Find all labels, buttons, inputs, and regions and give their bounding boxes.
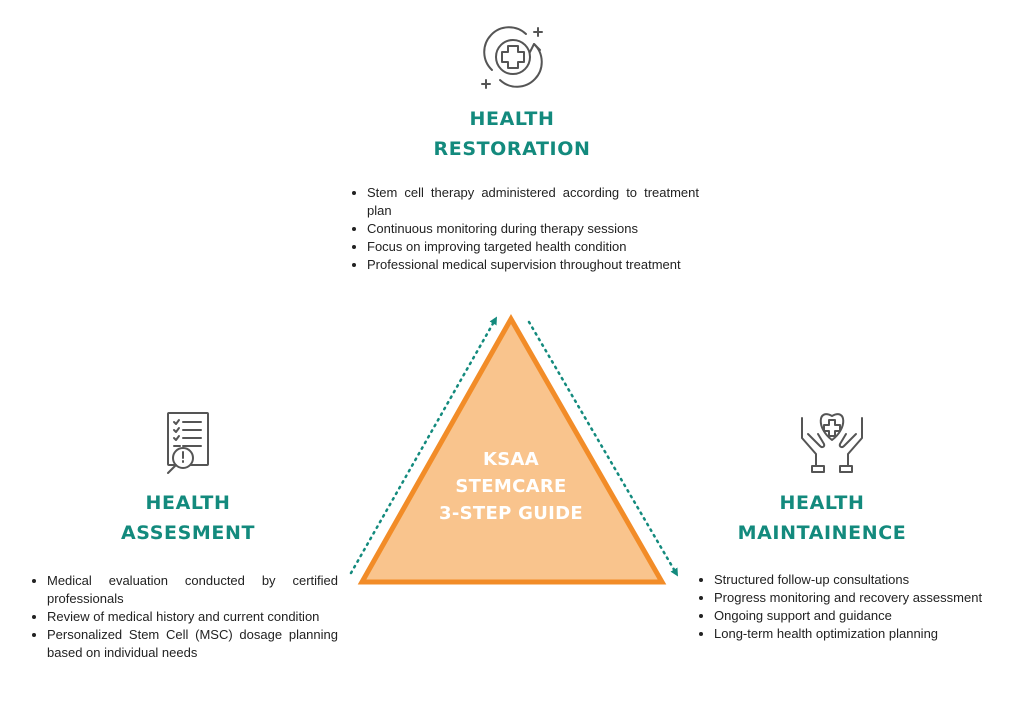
restoration-heading-line1: HEALTH (469, 108, 555, 130)
list-item: Ongoing support and guidance (714, 607, 1024, 625)
assessment-bullet-list: Medical evaluation conducted by certifie… (27, 572, 338, 662)
arrow-assessment-to-restoration (349, 316, 497, 575)
list-item: Professional medical supervision through… (367, 256, 699, 274)
center-label: KSAA STEMCARE 3-STEP GUIDE (411, 446, 611, 527)
list-item: Review of medical history and current co… (47, 608, 338, 626)
list-item: Structured follow-up consultations (714, 571, 1024, 589)
list-item: Focus on improving targeted health condi… (367, 238, 699, 256)
assessment-heading-line1: HEALTH (145, 492, 231, 514)
restoration-heading-line2: RESTORATION (433, 138, 591, 160)
medical-cross-cycle-icon (481, 26, 543, 89)
checklist-magnifier-icon (167, 412, 209, 474)
restoration-heading: HEALTH RESTORATION (412, 104, 612, 164)
list-item: Long-term health optimization planning (714, 625, 1024, 643)
list-item: Personalized Stem Cell (MSC) dosage plan… (47, 626, 338, 662)
center-label-line3: 3-STEP GUIDE (439, 503, 583, 524)
arrow-restoration-to-maintenance (527, 320, 679, 577)
hands-heart-icon (801, 413, 863, 473)
maintenance-bullet-list: Structured follow-up consultations Progr… (694, 571, 1024, 643)
maintenance-heading-line1: HEALTH (779, 492, 865, 514)
restoration-bullet-list: Stem cell therapy administered according… (347, 184, 699, 274)
list-item: Stem cell therapy administered according… (367, 184, 699, 220)
maintenance-heading-line2: MAINTAINENCE (737, 522, 907, 544)
list-item: Continuous monitoring during therapy ses… (367, 220, 699, 238)
list-item: Medical evaluation conducted by certifie… (47, 572, 338, 608)
assessment-heading: HEALTH ASSESMENT (88, 488, 288, 548)
center-label-line1: KSAA (483, 449, 539, 470)
list-item: Progress monitoring and recovery assessm… (714, 589, 1024, 607)
maintenance-heading: HEALTH MAINTAINENCE (722, 488, 922, 548)
center-label-line2: STEMCARE (455, 476, 567, 497)
assessment-heading-line2: ASSESMENT (120, 522, 256, 544)
center-triangle (357, 313, 667, 585)
